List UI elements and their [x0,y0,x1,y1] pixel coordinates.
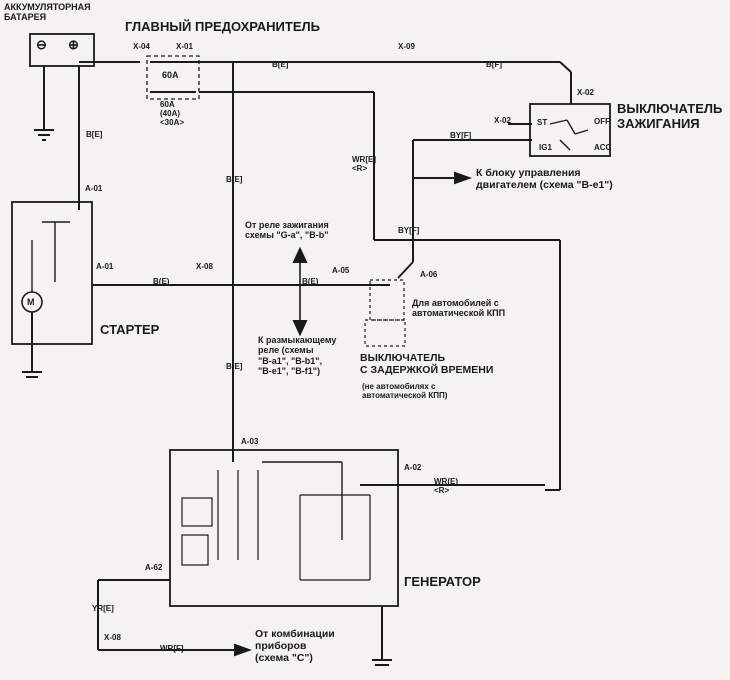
ignition-switch-box [529,103,611,157]
starter-title: СТАРТЕР [100,322,160,337]
conn-x02-top: X-02 [577,88,594,97]
annotation-relay-out: К размыкающему реле (схемы "B-a1", "B-b1… [258,335,337,377]
ignition-switch-title: ВЫКЛЮЧАТЕЛЬ ЗАЖИГАНИЯ [617,101,723,131]
arrow-up [292,246,308,263]
annotation-ecu: К блоку управления двигателем (схема "B-… [476,167,613,192]
annotation-delay-switch: ВЫКЛЮЧАТЕЛЬ С ЗАДЕРЖКОЙ ВРЕМЕНИ [360,352,494,377]
battery-minus: ⊖ [36,37,47,52]
wire-wr: WR[E] <R> [352,155,376,174]
fuse-rating-low: 60A (40A) <30A> [160,100,185,128]
conn-a05: A-05 [332,266,350,275]
wire-wr-alt: WR(E) <R> [434,477,458,496]
starter-box [11,201,93,345]
delay-switch-box [364,319,406,347]
battery-title: АККУМУЛЯТОРНАЯ БАТАРЕЯ [4,2,91,23]
annotation-auto-kpp: Для автомобилей с автоматической КПП [412,298,506,319]
main-fuse-title: ГЛАВНЫЙ ПРЕДОХРАНИТЕЛЬ [125,19,320,34]
arrow-ecu [454,171,472,185]
auto-kpp-box [369,279,405,321]
annotation-delay-note: (не автомобилях с автоматической КПП) [362,382,448,401]
fuse-rating-top: 60A [162,70,179,80]
conn-x08: X-08 [196,262,213,271]
conn-x01: X-01 [176,42,193,51]
wire-bf-top: B[F] [486,60,502,69]
battery-plus: ⊕ [68,37,79,52]
conn-a06: A-06 [420,270,438,279]
wire-be-mid: B(E) [302,277,319,286]
conn-a03: A-03 [241,437,259,446]
conn-a62: A-62 [145,563,163,572]
wire-be-alt: B[E] [226,362,243,371]
wire-be-vert: B[E] [226,175,243,184]
switch-st: ST [537,118,548,127]
conn-x04: X-04 [133,42,150,51]
wire-yr: YR[E] [92,604,114,613]
conn-a01-top: A-01 [85,184,103,193]
wire-be-fuse: B[E] [272,60,289,69]
conn-x08-bot: X-08 [104,633,121,642]
generator-title: ГЕНЕРАТОР [404,574,481,589]
switch-ig1: IG1 [539,143,552,152]
annotation-combo: От комбинации приборов (схема "C") [255,628,335,665]
wire-be-starter: B(E) [153,277,170,286]
switch-off: OFF [594,117,610,126]
wire-by-sw: BY[F] [450,131,472,140]
main-fuse-box [146,55,200,100]
battery-box [29,33,95,67]
arrow-combo [234,643,252,657]
generator-box [169,449,399,607]
starter-motor-label: M [27,297,35,307]
annotation-relay: От реле зажигания схемы "G-a", "B-b" [245,220,329,241]
conn-a01-mid: A-01 [96,262,114,271]
conn-x02-sw: X-02 [494,116,511,125]
wire-be-batt: B[E] [86,130,103,139]
conn-a02: A-02 [404,463,422,472]
switch-acc: ACC [594,143,612,152]
conn-x09: X-09 [398,42,415,51]
arrow-down [292,320,308,337]
wire-wr-bot: WR[F] [160,644,184,653]
wire-by-mid: BY[F] [398,226,420,235]
